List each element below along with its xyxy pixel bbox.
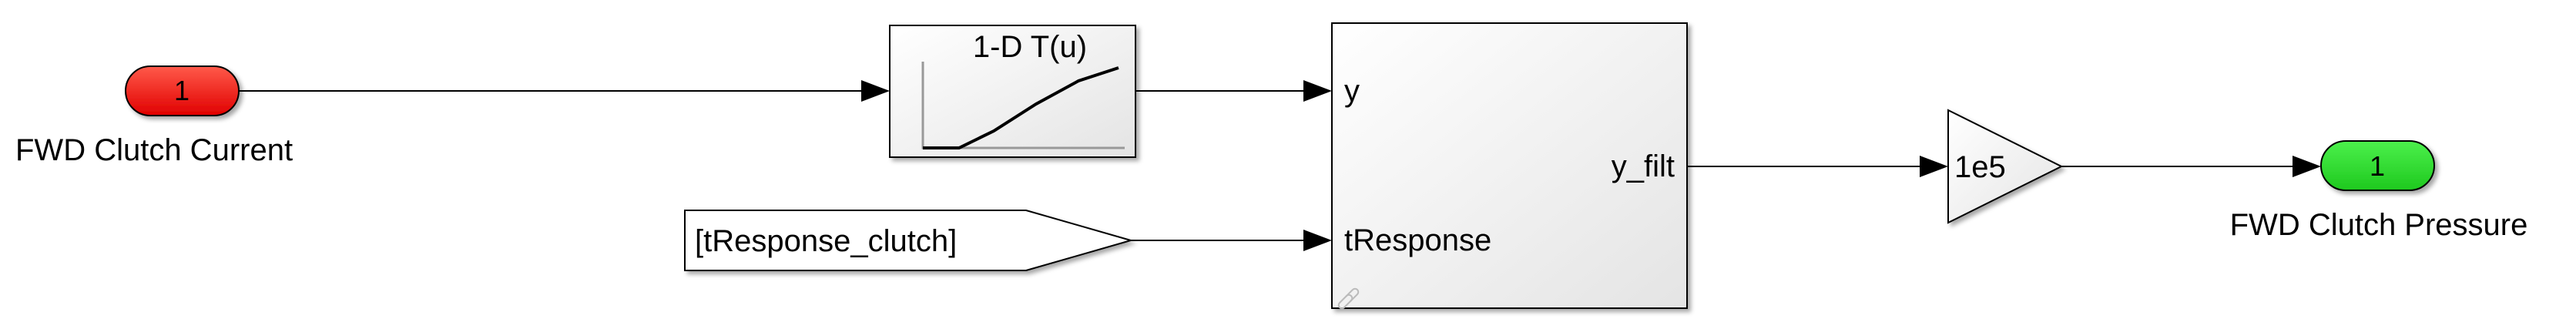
from-tag-block[interactable]: [tResponse_clutch]: [684, 210, 1134, 271]
arrowhead: [2293, 156, 2321, 177]
outport-block[interactable]: 1: [2320, 140, 2435, 191]
port-label-y: y: [1344, 74, 1360, 108]
inport-shape[interactable]: [125, 65, 240, 116]
port-label-tresponse: tResponse: [1344, 223, 1491, 257]
lookup-table-title: 1-D T(u): [973, 30, 1087, 64]
from-tag-label: [tResponse_clutch]: [695, 224, 957, 258]
filter-subsystem-block[interactable]: y tResponse y_filt: [1331, 22, 1688, 310]
lookup-curve-icon: [921, 62, 1125, 149]
arrowhead: [861, 80, 890, 102]
port-label-y-filt: y_filt: [1612, 149, 1675, 183]
inport-label: FWD Clutch Current: [15, 133, 293, 167]
gain-value: 1e5: [1954, 150, 2006, 184]
link-icon: [1337, 287, 1360, 310]
outport-shape[interactable]: [2320, 140, 2435, 191]
gain-shape[interactable]: [1947, 109, 2064, 224]
filter-subsystem-shape[interactable]: [1331, 22, 1688, 309]
outport-number: 1: [2370, 150, 2385, 182]
signal-lines: [239, 80, 2321, 251]
arrowhead: [1303, 80, 1332, 102]
inport-number: 1: [174, 75, 190, 106]
lookup-table-shape[interactable]: [889, 25, 1136, 158]
arrowhead: [1303, 230, 1332, 251]
outport-label: FWD Clutch Pressure: [2230, 208, 2528, 242]
from-tag-shape[interactable]: [684, 210, 1134, 271]
gain-block[interactable]: 1e5: [1947, 109, 2064, 224]
arrowhead: [1920, 156, 1948, 177]
inport-block[interactable]: 1: [125, 65, 240, 116]
lookup-table-block[interactable]: 1-D T(u): [889, 25, 1136, 158]
